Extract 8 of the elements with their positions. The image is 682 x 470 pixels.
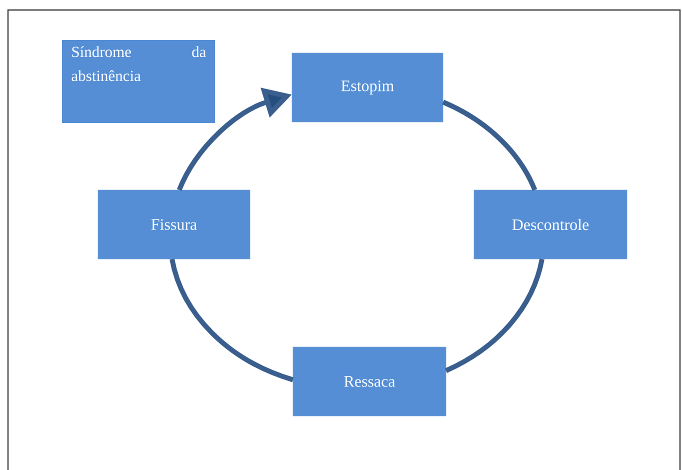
connector-arc — [170, 258, 294, 382]
connector-arc — [442, 100, 538, 191]
process-box: Estopim — [292, 52, 444, 122]
process-box: Descontrole — [474, 190, 628, 260]
connector-arc — [444, 258, 544, 373]
text-box: Síndrome da abstinência — [62, 40, 215, 123]
process-box: Ressaca — [292, 346, 446, 416]
process-box: Fissura — [98, 190, 250, 260]
